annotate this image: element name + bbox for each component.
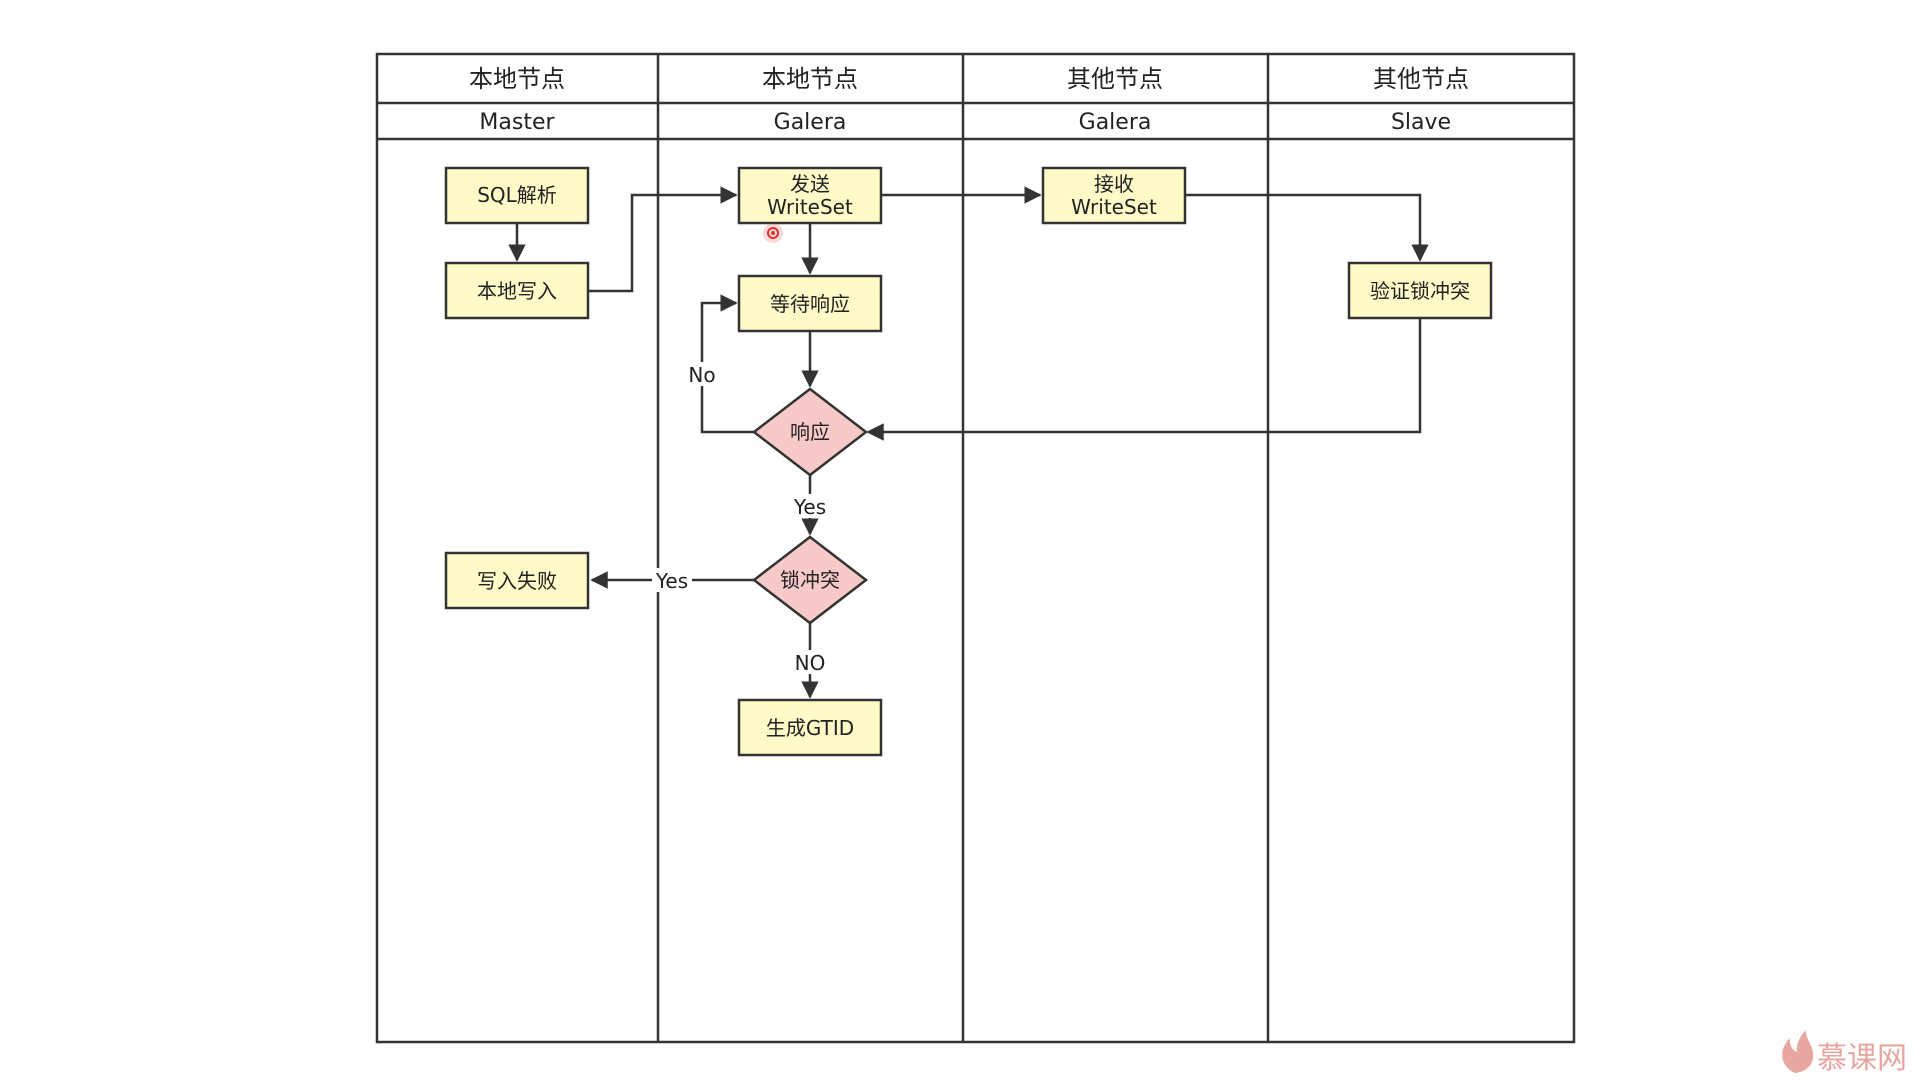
node-verify-lock: 验证锁冲突: [1347, 261, 1493, 320]
node-local-write: 本地写入: [444, 261, 590, 320]
node-send-writeset-line2: WriteSet: [767, 195, 853, 219]
node-wait-response-label: 等待响应: [770, 292, 850, 316]
lane-frame: [375, 52, 1576, 1044]
node-recv-writeset-line1: 接收: [1094, 172, 1134, 196]
edge-recv-to-verify: [1185, 193, 1429, 262]
watermark-text: 慕课网: [1817, 1041, 1907, 1076]
node-lock-conflict-decision: 锁冲突: [751, 535, 869, 625]
lane-title-4: 其他节点: [1373, 65, 1469, 93]
watermark: 慕课网: [1782, 1030, 1907, 1076]
lane-title-1: 本地节点: [469, 65, 565, 93]
node-sql-parse: SQL解析: [444, 166, 590, 225]
node-sql-parse-label: SQL解析: [477, 183, 557, 207]
node-gen-gtid-label: 生成GTID: [766, 716, 854, 740]
lane-subtitle-2: Galera: [774, 110, 847, 135]
node-verify-lock-label: 验证锁冲突: [1370, 279, 1470, 303]
node-send-writeset: 发送 WriteSet: [737, 166, 883, 225]
lane-subtitle-1: Master: [479, 110, 555, 135]
edge-label-no-conflict: NO: [795, 651, 826, 675]
lane-subtitle-4: Slave: [1391, 110, 1451, 135]
connectors: [508, 186, 1429, 699]
node-write-fail-label: 写入失败: [477, 569, 557, 593]
lane-title-3: 其他节点: [1067, 65, 1163, 93]
edge-write-to-send: [588, 186, 738, 293]
node-write-fail: 写入失败: [444, 551, 590, 610]
flame-icon: [1782, 1030, 1814, 1073]
edge-label-yes-response: Yes: [793, 495, 826, 519]
edge-label-no: No: [688, 363, 715, 387]
node-gen-gtid: 生成GTID: [737, 698, 883, 757]
node-recv-writeset-line2: WriteSet: [1071, 195, 1157, 219]
lane-subtitle-3: Galera: [1079, 110, 1152, 135]
node-local-write-label: 本地写入: [477, 279, 557, 303]
node-send-writeset-line1: 发送: [790, 172, 830, 196]
node-response-decision: 响应: [751, 387, 869, 477]
node-lock-conflict-label: 锁冲突: [780, 568, 840, 592]
node-wait-response: 等待响应: [737, 274, 883, 333]
edge-label-yes-conflict: Yes: [655, 569, 688, 593]
node-recv-writeset: 接收 WriteSet: [1041, 166, 1187, 225]
cursor-indicator: [763, 223, 783, 243]
lane-title-2: 本地节点: [762, 65, 858, 93]
node-response-label: 响应: [790, 420, 830, 444]
edge-verify-to-response: [866, 318, 1422, 441]
